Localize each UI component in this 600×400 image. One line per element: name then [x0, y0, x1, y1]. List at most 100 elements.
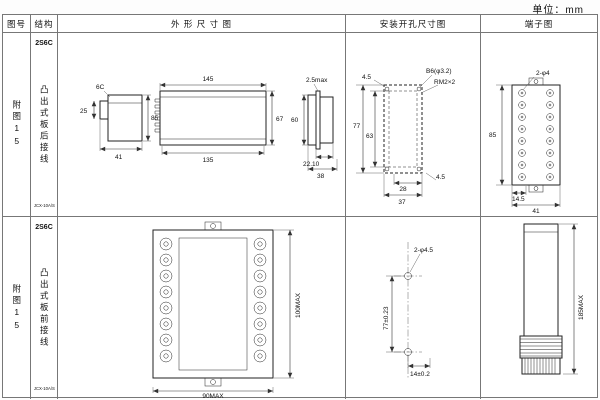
drawing-shape [257, 337, 263, 342]
dim-label: 135 [203, 157, 214, 164]
dim-label: 85 [489, 132, 497, 139]
outline-drawing-front-wiring: 100MAX 90MAX [152, 221, 302, 399]
dim-label: 77±0.23 [383, 306, 390, 330]
dim-label: 63 [366, 133, 374, 140]
mounting-holes [404, 271, 412, 356]
drawing-shape [159, 317, 173, 330]
drawing-shape [548, 103, 551, 107]
terminal-dimensions [495, 76, 560, 208]
drawing-shape [253, 285, 267, 298]
dim-label: 100MAX [295, 292, 302, 318]
dimension-table: 图号 结构 外 形 尺 寸 图 安装开孔尺寸图 端子图 附图15 2S6C 凸出… [2, 14, 598, 399]
dim-label: 41 [532, 208, 540, 215]
row1-code: JCX-10A/S [33, 203, 55, 209]
drawing-shape [253, 237, 267, 250]
drawing-shape [520, 151, 523, 155]
terminal-base [519, 335, 562, 374]
drawing-shape [548, 163, 551, 167]
dim-label: 2.5max [306, 77, 328, 84]
drawing-shape [528, 184, 543, 193]
drawing-shape [409, 253, 421, 272]
drawing-shape [545, 125, 554, 133]
terminal-drawing-front-wiring: 185MAX [519, 223, 585, 374]
row2-terminal-cell: 185MAX [481, 217, 597, 399]
drawing-shape [257, 321, 263, 326]
drawing-shape [425, 172, 437, 181]
header-outline: 外 形 尺 寸 图 [58, 15, 346, 33]
dim-label: RM2×2 [434, 79, 456, 86]
drawing-shape [107, 94, 143, 142]
drawing-shape [548, 175, 551, 179]
drawing-shape [404, 271, 412, 280]
dim-label: 14.5 [512, 196, 525, 203]
drawing-shape [419, 74, 433, 88]
relay-body-side-view [523, 223, 558, 336]
row1-outline-cell: 6C 25 85 41 145 135 67 [58, 33, 346, 217]
drawing-shape [257, 353, 263, 358]
relay-front-view [154, 90, 267, 146]
socket-dimensions [152, 229, 294, 393]
header-structure-label: 结构 [34, 18, 54, 29]
drawing-shape [253, 253, 267, 266]
drawing-shape [545, 137, 554, 145]
row2-structure-text: 凸出式板前接线 [39, 268, 50, 349]
drawing-shape [204, 377, 222, 386]
dim-label: 60 [291, 117, 299, 124]
row2-model: 2S6C [35, 224, 53, 231]
socket-terminals [159, 237, 267, 362]
drawing-shape [545, 113, 554, 121]
dim-label: 90MAX [202, 393, 224, 399]
row2-code: JCX-10A/S [33, 386, 55, 392]
drawing-shape [388, 90, 418, 168]
header-figure-no-label: 图号 [6, 18, 26, 29]
drawing-shape [159, 253, 173, 266]
drawing-shape [163, 337, 169, 342]
drawing-shape [548, 151, 551, 155]
drawing-shape [257, 241, 263, 246]
drawing-shape [163, 257, 169, 262]
drawing-shape [520, 175, 523, 179]
drawing-shape [517, 89, 526, 97]
drawing-shape [313, 83, 319, 92]
dim-label: 185MAX [578, 294, 585, 320]
front-view-dimensions [159, 82, 275, 156]
drawing-shape [159, 301, 173, 314]
dim-label: 22.10 [303, 161, 320, 168]
dim-label: 25 [80, 108, 88, 115]
drawing-shape [520, 115, 523, 119]
drawing-shape [548, 91, 551, 95]
header-terminal-label: 端子图 [524, 18, 554, 29]
dim-label: 38 [317, 173, 325, 180]
drawing-shape [163, 289, 169, 294]
terminal-drawing-rear-wiring: 2-φ4 85 14.5 41 [489, 70, 560, 215]
row2-mounting-cell: 2-φ4.5 77±0.23 14±0.2 [346, 217, 481, 399]
drawing-shape [163, 321, 169, 326]
drawing-shape [545, 89, 554, 97]
header-outline-label: 外 形 尺 寸 图 [171, 18, 232, 29]
drawing-shape [517, 149, 526, 157]
drawing-shape [545, 161, 554, 169]
drawing-shape [520, 163, 523, 167]
drawing-shape [99, 100, 109, 120]
drawing-shape [420, 84, 439, 94]
drawing-shape [524, 357, 555, 374]
row2-structure-cell: 2S6C 凸出式板前接线 JCX-10A/S [31, 217, 58, 399]
drawing-shape [545, 101, 554, 109]
drawing-shape [548, 127, 551, 131]
drawing-shape [253, 269, 267, 282]
dim-label: 28 [399, 186, 407, 193]
drawing-shape [152, 229, 274, 378]
drawing-shape [319, 96, 334, 144]
drawing-shape [522, 76, 534, 91]
drawing-shape [517, 137, 526, 145]
mounting-outline [383, 84, 423, 174]
drawing-shape [416, 86, 422, 92]
drawing-shape [519, 335, 562, 358]
drawing-shape [163, 241, 169, 246]
dim-label: 4.5 [436, 174, 445, 181]
dim-label: 2-φ4.5 [414, 247, 433, 254]
row1-model: 2S6C [35, 40, 53, 47]
drawing-shape [517, 125, 526, 133]
drawing-shape [210, 378, 216, 385]
header-mounting: 安装开孔尺寸图 [346, 15, 481, 33]
